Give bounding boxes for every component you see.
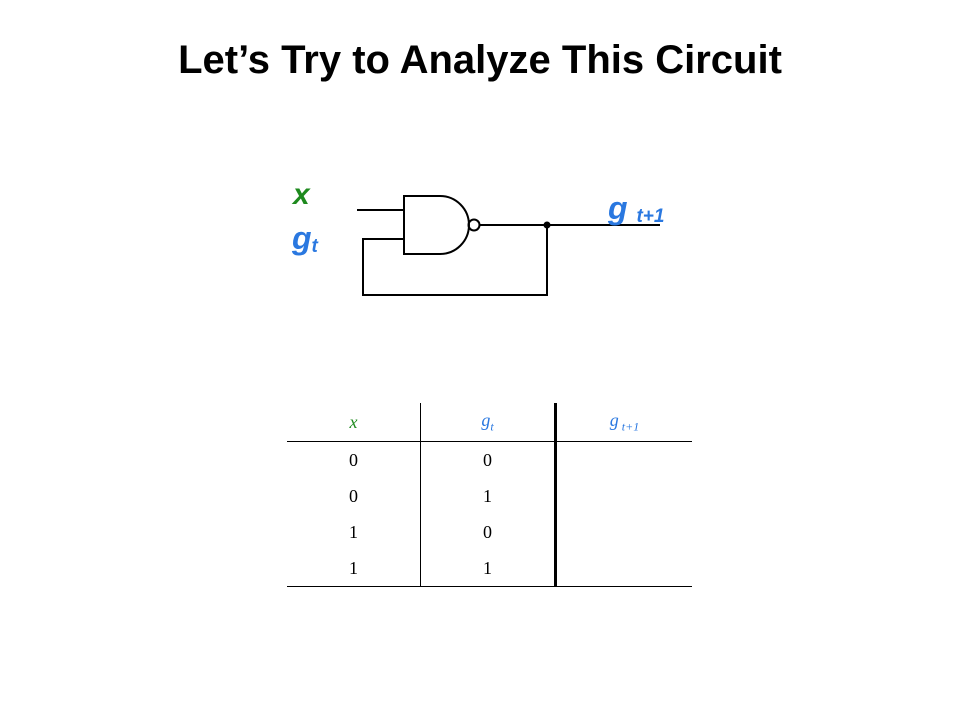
junction-dot	[543, 221, 551, 229]
header-g-t1: g t+1	[555, 403, 692, 442]
cell-x: 0	[287, 478, 421, 514]
nand-inversion-bubble	[467, 218, 481, 232]
cell-x: 0	[287, 441, 421, 478]
input-g-label: gt	[292, 220, 318, 257]
input-x-label: x	[293, 178, 310, 211]
truth-table: x gt g t+1 0 0 0 1 1 0 1 1	[287, 403, 692, 587]
feedback-wire	[362, 225, 548, 296]
cell-g-t1	[555, 550, 692, 587]
cell-x: 1	[287, 514, 421, 550]
table-row: 0 1	[287, 478, 692, 514]
truth-table-header: x gt g t+1	[287, 403, 692, 442]
cell-g-t: 1	[420, 550, 557, 587]
cell-g-t1	[556, 442, 693, 479]
table-row: 1 1	[287, 550, 692, 587]
header-x: x	[287, 403, 421, 442]
cell-x: 1	[287, 550, 421, 587]
cell-g-t1	[556, 514, 693, 550]
output-g-label: g t+1	[608, 190, 665, 227]
cell-g-t: 0	[420, 441, 557, 478]
header-g-t: gt	[420, 403, 557, 442]
cell-g-t: 1	[420, 478, 557, 514]
cell-g-t1	[556, 478, 693, 514]
cell-g-t: 0	[420, 514, 557, 550]
table-row: 1 0	[287, 514, 692, 550]
page-title: Let’s Try to Analyze This Circuit	[178, 38, 782, 82]
table-row: 0 0	[287, 441, 693, 479]
nand-gate-body	[403, 195, 470, 255]
